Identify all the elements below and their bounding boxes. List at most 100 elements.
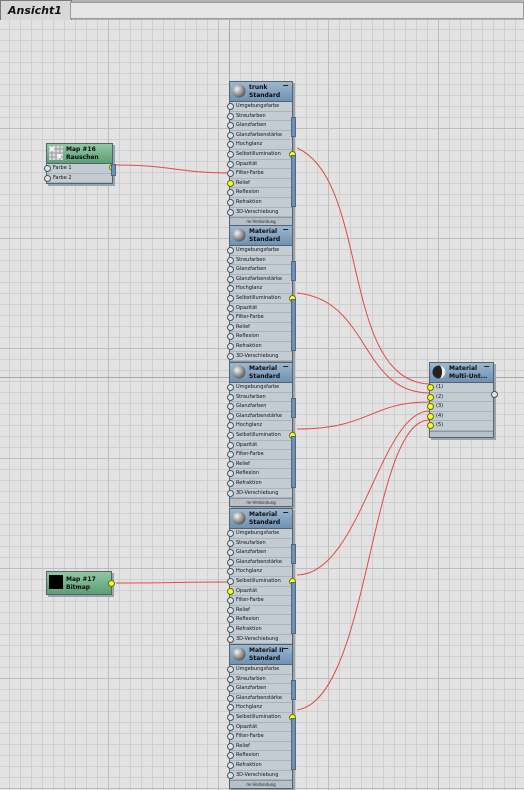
material-slot[interactable]: Selbstillumination bbox=[227, 713, 296, 723]
node-header[interactable]: Map #16 Rauschen bbox=[47, 144, 112, 164]
multi-slot-5[interactable]: (5) bbox=[427, 421, 493, 431]
material-slot[interactable]: Streufarben bbox=[227, 675, 292, 685]
input-socket[interactable] bbox=[44, 165, 51, 172]
material-slot[interactable]: Refraktion bbox=[227, 342, 292, 352]
material-slot[interactable]: Umgebungsfarbe bbox=[227, 102, 292, 112]
input-socket[interactable] bbox=[227, 103, 234, 110]
material-slot[interactable]: Filter-Farbe bbox=[227, 169, 292, 179]
slot-farbe-2[interactable]: Farbe 2 bbox=[44, 174, 112, 184]
input-socket[interactable] bbox=[227, 304, 234, 312]
input-socket[interactable] bbox=[227, 704, 234, 712]
input-socket[interactable] bbox=[227, 549, 234, 557]
node-header[interactable]: Material Multi-Unt... − bbox=[430, 363, 493, 383]
input-socket[interactable] bbox=[227, 422, 234, 430]
input-socket[interactable] bbox=[227, 771, 234, 779]
input-socket[interactable] bbox=[427, 412, 434, 420]
material-slot[interactable]: Selbstillumination bbox=[227, 431, 296, 441]
wire-noise-to-trunk-relief[interactable] bbox=[115, 164, 230, 174]
input-socket[interactable] bbox=[227, 479, 234, 487]
slot-farbe-1[interactable]: Farbe 1 bbox=[44, 164, 112, 174]
input-socket[interactable] bbox=[227, 694, 234, 702]
multi-slot-1[interactable]: (1) bbox=[427, 383, 493, 393]
input-socket[interactable] bbox=[227, 568, 234, 576]
material-slot[interactable]: Hochglanz bbox=[227, 140, 292, 150]
material-slot[interactable]: 3D-Verschiebung bbox=[227, 208, 292, 218]
material-slot[interactable]: Reflexion bbox=[227, 469, 292, 479]
input-socket[interactable] bbox=[227, 625, 234, 633]
wire-material4-to-multi-4[interactable] bbox=[296, 410, 430, 576]
input-socket[interactable] bbox=[427, 393, 434, 401]
material-slot[interactable]: Glanzfarben bbox=[227, 548, 292, 558]
input-socket[interactable] bbox=[227, 256, 234, 264]
material-slot[interactable]: Selbstillumination bbox=[227, 150, 296, 160]
input-socket[interactable] bbox=[227, 393, 234, 401]
material-slot[interactable]: Opazität bbox=[227, 160, 292, 170]
material-slot[interactable]: Hochglanz bbox=[227, 284, 292, 294]
multi-slot-2[interactable]: (2) bbox=[427, 393, 493, 403]
input-socket[interactable] bbox=[227, 150, 234, 158]
input-socket[interactable] bbox=[227, 616, 234, 624]
material-slot[interactable]: Selbstillumination bbox=[227, 577, 296, 587]
input-socket[interactable] bbox=[227, 761, 234, 769]
map-node-noise[interactable]: Map #16 Rauschen Farbe 1 Farbe 2 bbox=[44, 143, 116, 185]
input-socket[interactable] bbox=[227, 666, 234, 673]
input-socket[interactable] bbox=[427, 403, 434, 411]
minimize-button[interactable]: − bbox=[282, 362, 289, 371]
material-slot[interactable]: Umgebungsfarbe bbox=[227, 665, 292, 675]
material-slot[interactable]: Opazität bbox=[227, 441, 292, 451]
input-socket[interactable] bbox=[227, 675, 234, 683]
minimize-button[interactable]: − bbox=[282, 644, 289, 653]
material-slot[interactable]: 3D-Verschiebung bbox=[227, 352, 292, 362]
input-socket[interactable] bbox=[227, 403, 234, 411]
output-socket[interactable] bbox=[491, 391, 498, 398]
input-socket[interactable] bbox=[227, 179, 234, 187]
material-slot[interactable]: Glanzfarbenstärke bbox=[227, 694, 292, 704]
input-socket[interactable] bbox=[227, 333, 234, 341]
material-slot[interactable]: Streufarben bbox=[227, 256, 292, 266]
input-socket[interactable] bbox=[227, 587, 234, 595]
material-slot[interactable]: Selbstillumination bbox=[227, 294, 296, 304]
material-slot[interactable]: Streufarben bbox=[227, 112, 292, 122]
wire-trunk-to-multi-1[interactable] bbox=[296, 147, 430, 385]
tab-ansicht1[interactable]: Ansicht1 bbox=[0, 0, 72, 20]
multi-material-node[interactable]: Material Multi-Unt... − (1) (2) (3) (4) … bbox=[427, 362, 498, 438]
wire-material3-to-multi-3[interactable] bbox=[296, 401, 430, 430]
material-slot[interactable]: Hochglanz bbox=[227, 703, 292, 713]
input-socket[interactable] bbox=[227, 635, 234, 643]
input-socket[interactable] bbox=[227, 752, 234, 760]
material-slot[interactable]: Relief bbox=[227, 460, 292, 470]
input-socket[interactable] bbox=[227, 412, 234, 420]
input-socket[interactable] bbox=[227, 558, 234, 566]
material-slot[interactable]: Relief bbox=[227, 323, 292, 333]
material-slot[interactable]: 3D-Verschiebung bbox=[227, 771, 292, 781]
input-socket[interactable] bbox=[227, 606, 234, 614]
input-socket[interactable] bbox=[227, 431, 234, 439]
input-socket[interactable] bbox=[227, 342, 234, 350]
multi-slot-4[interactable]: (4) bbox=[427, 412, 493, 422]
material-slot[interactable]: Glanzfarbenstärke bbox=[227, 131, 292, 141]
input-socket[interactable] bbox=[227, 208, 234, 216]
material-slot[interactable]: Reflexion bbox=[227, 615, 292, 625]
multi-slot-3[interactable]: (3) bbox=[427, 402, 493, 412]
input-socket[interactable] bbox=[227, 189, 234, 197]
material-slot[interactable]: Glanzfarben bbox=[227, 121, 292, 131]
material-slot[interactable]: Hochglanz bbox=[227, 421, 292, 431]
material-slot[interactable]: Relief bbox=[227, 179, 292, 189]
wire-bitmap-to-material4-opacity[interactable] bbox=[115, 581, 230, 584]
input-socket[interactable] bbox=[227, 723, 234, 731]
wire-material5-to-multi-5[interactable] bbox=[296, 419, 430, 711]
minimize-button[interactable]: − bbox=[282, 225, 289, 234]
input-socket[interactable] bbox=[227, 733, 234, 741]
input-socket[interactable] bbox=[227, 597, 234, 605]
input-socket[interactable] bbox=[227, 577, 234, 585]
map-node-bitmap[interactable]: Map #17 Bitmap bbox=[46, 571, 115, 595]
material-slot[interactable]: Glanzfarbenstärke bbox=[227, 558, 292, 568]
input-socket[interactable] bbox=[227, 323, 234, 331]
input-socket[interactable] bbox=[227, 112, 234, 120]
input-socket[interactable] bbox=[227, 198, 234, 206]
